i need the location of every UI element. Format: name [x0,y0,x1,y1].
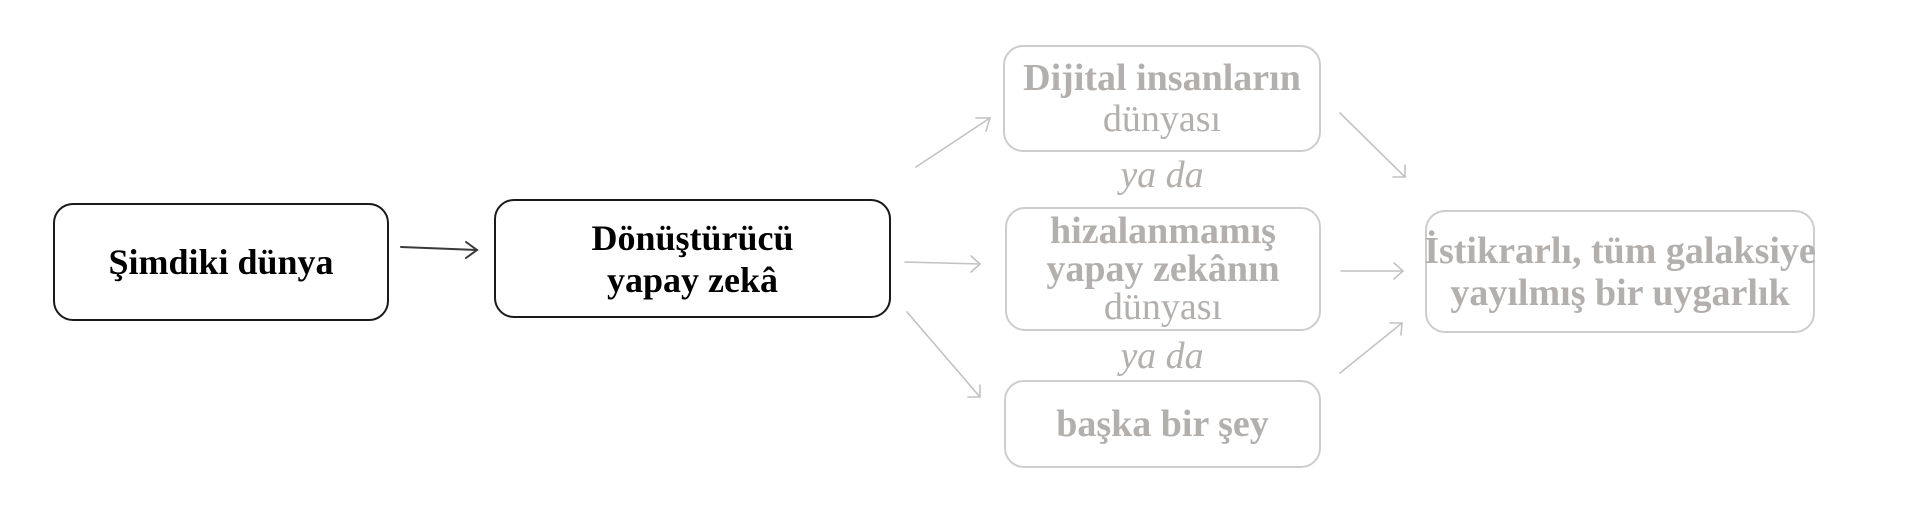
node-something-else: başka bir şey [1004,380,1321,468]
node-current-world-label: Şimdiki dünya [108,242,334,282]
arrow-tai-to-misaligned-ai [904,255,982,273]
arrow-tai-to-digital-people [915,117,992,168]
node-digital-people: Dijital insanların dünyası [1003,45,1321,152]
arrow-current-to-tai [400,241,479,259]
arrow-digital-people-to-galactic [1339,112,1406,178]
node-transformative-ai-line-2: yapay zekâ [607,259,778,300]
arrow-tai-to-something-else [906,311,981,398]
node-galactic-civilization: İstikrarlı, tüm galaksiye yayılmış bir u… [1424,210,1816,333]
node-galactic-civilization-line-1: İstikrarlı, tüm galaksiye [1424,229,1816,272]
node-misaligned-ai-line-2: yapay zekânın [1046,248,1280,290]
node-something-else-label: başka bir şey [1056,403,1269,445]
separator-or-2: ya da [1120,335,1204,377]
node-digital-people-line-1: Dijital insanların [1023,56,1301,99]
node-transformative-ai: Dönüştürücü yapay zekâ [494,199,891,318]
node-misaligned-ai: hizalanmamış yapay zekânın dünyası [1005,207,1321,331]
node-galactic-civilization-line-2: yayılmış bir uygarlık [1450,271,1790,314]
node-misaligned-ai-line-3: dünyası [1103,286,1223,328]
arrow-misaligned-ai-to-galactic [1340,262,1405,280]
separator-or-1: ya da [1120,154,1204,196]
arrow-something-else-to-galactic [1339,322,1403,374]
node-digital-people-line-2: dünyası [1102,97,1222,140]
node-current-world: Şimdiki dünya [53,203,389,321]
node-misaligned-ai-line-1: hizalanmamış [1050,210,1276,252]
node-transformative-ai-line-1: Dönüştürücü [591,217,794,258]
